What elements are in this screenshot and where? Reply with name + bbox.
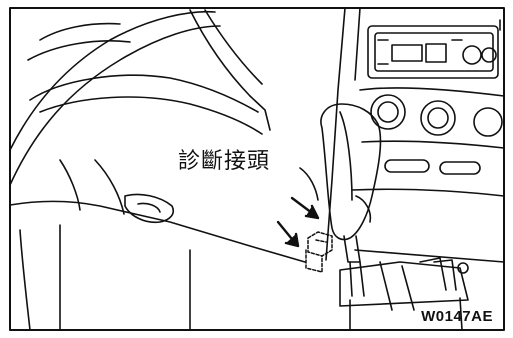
steering-wheel: [9, 9, 263, 186]
diagnostic-connector-pointer-arrows: [276, 196, 320, 248]
callout-leader-line: [299, 167, 319, 201]
figure-code: W0147AE: [421, 308, 493, 325]
figure-border: [9, 7, 505, 331]
shift-gate-bracket: [339, 257, 469, 331]
gear-shift-lever: [320, 103, 382, 297]
diagnostic-connector-label: 診斷接頭: [176, 143, 273, 175]
diagnostic-connector-icon: [305, 231, 333, 273]
center-console: [325, 7, 505, 263]
dashboard-lower-panel: [9, 95, 306, 331]
